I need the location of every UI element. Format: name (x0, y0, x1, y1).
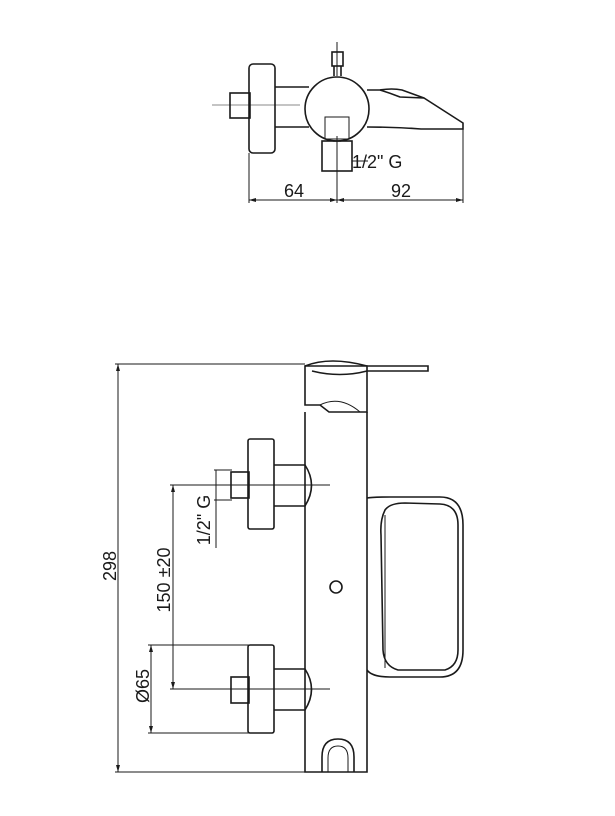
front-lever-curve (319, 400, 361, 413)
top-cartridge-outline (324, 116, 350, 140)
top-dim-arrow-4 (456, 198, 463, 202)
front-upper-wall-flange (247, 438, 275, 530)
front-upper-eccentric-connector (230, 471, 250, 499)
top-spout (366, 89, 464, 130)
front-cd-arrow-top (171, 485, 175, 492)
front-lower-wall-flange (247, 644, 275, 734)
front-lever-handle (304, 360, 429, 376)
top-dim-left-value: 64 (284, 181, 304, 201)
front-body-screw (329, 580, 343, 594)
front-diverter-knob-inner (380, 502, 459, 671)
top-eccentric-connector (229, 92, 251, 119)
top-view: 1/2" G 64 92 (212, 42, 464, 203)
front-dia-arrow-top (149, 645, 153, 652)
front-dim-arrow-bottom (116, 765, 120, 772)
front-dim-arrow-top (116, 364, 120, 371)
front-cd-arrow-bottom (171, 682, 175, 689)
front-thread-label: 1/2" G (194, 495, 214, 545)
front-view: 298 150 ±20 1/2" G Ø65 (100, 360, 464, 773)
front-dia-arrow-bottom (149, 726, 153, 733)
front-mixer-body (304, 412, 368, 773)
top-wall-flange (248, 63, 276, 154)
front-overall-height-value: 298 (100, 551, 120, 581)
top-dim-arrow-2 (330, 198, 337, 202)
front-flange-diameter-value: Ø65 (133, 669, 153, 703)
top-thread-label: 1/2" G (352, 152, 402, 172)
top-dim-arrow-3 (337, 198, 344, 202)
front-diverter-knob-outer (366, 496, 464, 678)
front-hose-outlet (321, 738, 355, 772)
top-dim-arrow-1 (249, 198, 256, 202)
front-hose-outlet-inner (327, 745, 349, 772)
top-dim-right-value: 92 (391, 181, 411, 201)
front-lower-eccentric-connector (230, 676, 250, 704)
top-spout-lip (379, 88, 425, 99)
front-center-distance-value: 150 ±20 (154, 548, 174, 613)
top-mixer-body (304, 76, 370, 142)
